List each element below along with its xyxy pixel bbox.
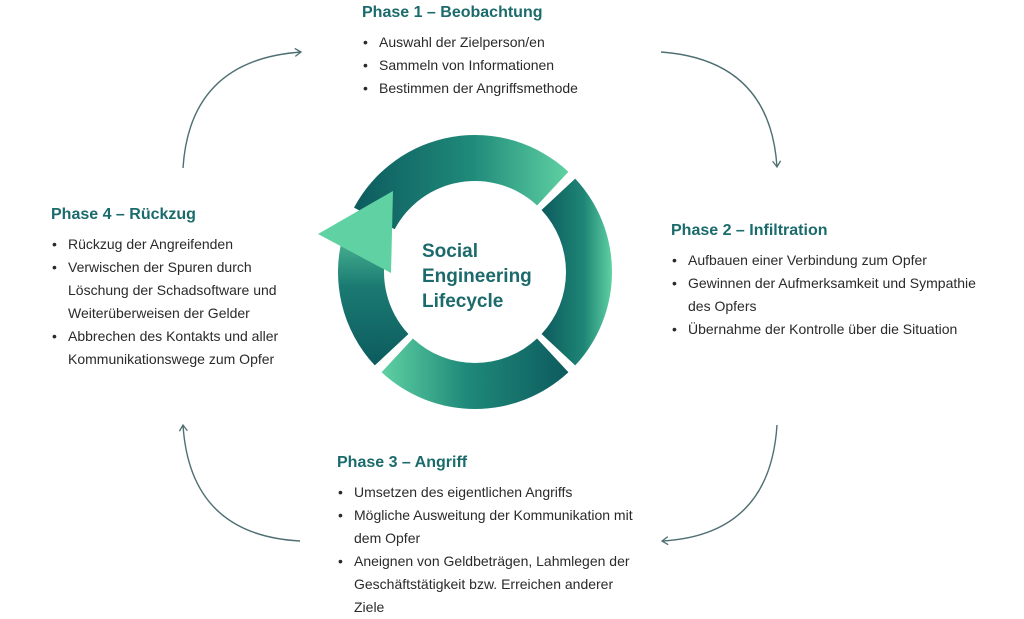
phase-3-block: Phase 3 – Angriff Umsetzen des eigentlic… [337,454,644,619]
phase-1-list: Auswahl der Zielperson/en Sammeln von In… [362,31,578,100]
list-item: Aneignen von Geldbeträgen, Lahmlegen der… [337,550,644,619]
list-item: Umsetzen des eigentlichen Angriffs [337,481,644,504]
list-item: Gewinnen der Aufmerksamkeit und Sympathi… [671,272,998,318]
list-item: Verwischen der Spuren durch Löschung der… [51,256,308,325]
phase-2-list: Aufbauen einer Verbindung zum Opfer Gewi… [671,249,998,341]
list-item: Rückzug der Angreifenden [51,233,308,256]
phase-2-block: Phase 2 – Infiltration Aufbauen einer Ve… [671,222,998,341]
ring-segment-right [541,178,613,366]
center-title: Social Engineering Lifecycle [422,239,532,314]
ring-segment-left [338,234,409,366]
list-item: Mögliche Ausweitung der Kommunikation mi… [337,504,644,550]
phase-2-title: Phase 2 – Infiltration [671,222,828,239]
phase-4-block: Phase 4 – Rückzug Rückzug der Angreifend… [51,206,308,371]
phase-4-title: Phase 4 – Rückzug [51,206,196,223]
arrow-phase1-to-phase2 [660,51,782,169]
center-title-line: Engineering [422,266,532,287]
phase-4-list: Rückzug der Angreifenden Verwischen der … [51,233,308,371]
list-item: Auswahl der Zielperson/en [362,31,578,54]
list-item: Übernahme der Kontrolle über die Situati… [671,318,998,341]
center-title-line: Social [422,241,478,262]
arrow-phase2-to-phase3 [660,424,778,546]
phase-3-title: Phase 3 – Angriff [337,454,468,471]
cycle-arrowhead-icon [318,191,393,273]
arrow-phase4-to-phase1 [182,47,303,169]
list-item: Bestimmen der Angriffsmethode [362,77,578,100]
arrow-phase3-to-phase4 [178,423,301,542]
ring-segment-top [354,135,569,230]
ring-segment-bottom [381,338,569,410]
center-title-line: Lifecycle [422,291,504,312]
phase-1-block: Phase 1 – Beobachtung Auswahl der Zielpe… [362,4,578,100]
phase-3-list: Umsetzen des eigentlichen Angriffs Mögli… [337,481,644,619]
list-item: Aufbauen einer Verbindung zum Opfer [671,249,998,272]
list-item: Abbrechen des Kontakts und aller Kommuni… [51,325,308,371]
list-item: Sammeln von Informationen [362,54,578,77]
phase-1-title: Phase 1 – Beobachtung [362,4,543,21]
